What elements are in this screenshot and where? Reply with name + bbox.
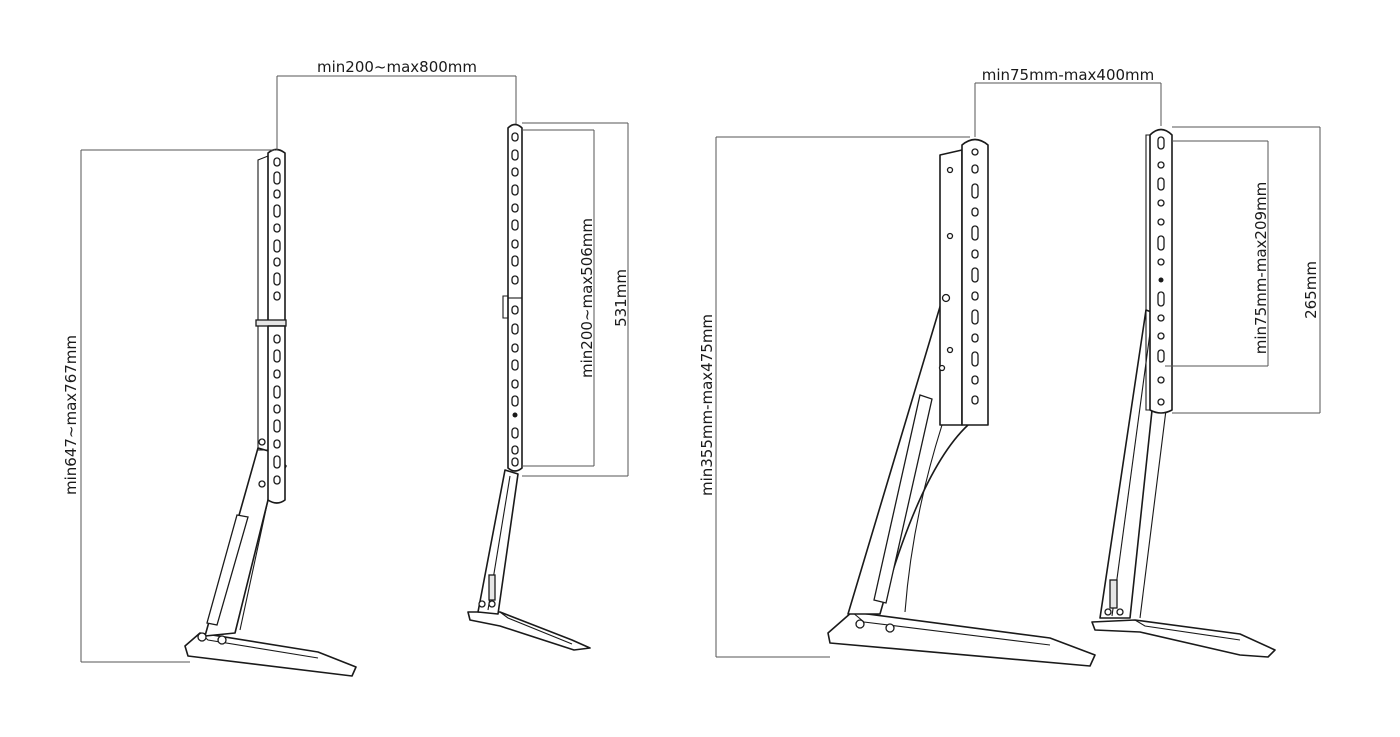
left-bracket-label: 531mm xyxy=(612,269,630,327)
right-height-label: min355mm-max475mm xyxy=(698,314,716,496)
small-stand-side-view xyxy=(1091,128,1276,658)
left-height-label: min647~max767mm xyxy=(62,335,80,495)
large-stand-side-view xyxy=(467,123,591,651)
right-bracket-label: 265mm xyxy=(1302,261,1320,319)
right-width-label: min75mm-max400mm xyxy=(982,66,1155,84)
left-vesa-label: min200~max506mm xyxy=(578,218,596,378)
dimension-lines xyxy=(80,75,1321,663)
large-stand-front-view xyxy=(184,148,357,677)
right-vesa-label: min75mm-max209mm xyxy=(1252,182,1270,355)
small-stand-front-view xyxy=(827,138,1096,667)
left-width-label: min200~max800mm xyxy=(317,58,477,76)
